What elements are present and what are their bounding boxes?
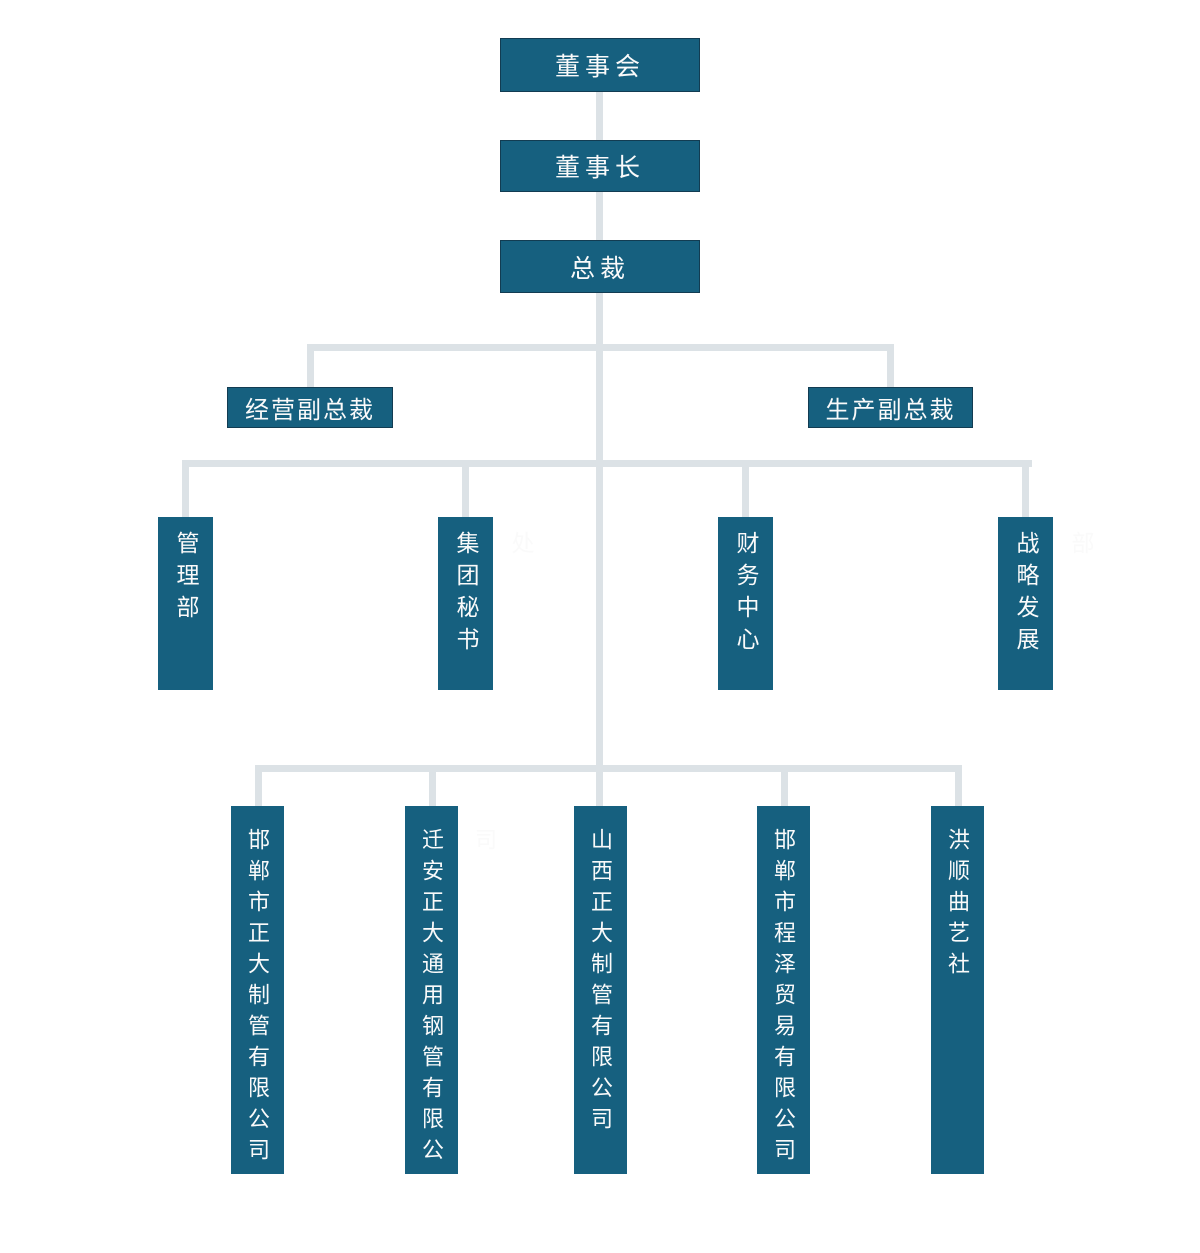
node-sub-qianan-zhengda-steel: 迁安正大通用钢管有限公司 bbox=[405, 806, 497, 1174]
connector-dept-drop-1 bbox=[182, 460, 189, 517]
node-board: 董事会 bbox=[500, 38, 700, 92]
connector-vp-right-drop bbox=[887, 344, 894, 387]
node-sub-hongshun-quyi: 洪顺曲艺社 bbox=[931, 806, 984, 1174]
node-dept-strategy: 战略发展部 bbox=[998, 517, 1094, 690]
connector-vp-hline bbox=[307, 344, 894, 351]
connector-sub-drop-4 bbox=[781, 765, 788, 806]
node-sub-shanxi-zhengda-pipe: 山西正大制管有限公司 bbox=[574, 806, 627, 1174]
node-vp-production: 生产副总裁 bbox=[808, 387, 973, 428]
node-sub-handan-chengze-trade: 邯郸市程泽贸易有限公司 bbox=[757, 806, 810, 1174]
node-sub-handan-zhengda-pipe: 邯郸市正大制管有限公司 bbox=[231, 806, 284, 1174]
connector-sub-drop-1 bbox=[255, 765, 262, 806]
connector-sub-drop-5 bbox=[955, 765, 962, 806]
connector-dept-drop-3 bbox=[742, 460, 749, 517]
connector-dept-hline bbox=[182, 460, 1032, 467]
node-dept-finance: 财务中心 bbox=[718, 517, 773, 690]
connector-president-spine bbox=[596, 293, 603, 772]
connector-vp-left-drop bbox=[307, 344, 314, 387]
connector-sub-drop-3 bbox=[596, 765, 603, 806]
connector-dept-drop-2 bbox=[462, 460, 469, 517]
node-dept-secretariat: 集团秘书处 bbox=[438, 517, 534, 690]
node-dept-management: 管理部 bbox=[158, 517, 213, 690]
node-chairman: 董事长 bbox=[500, 140, 700, 192]
node-vp-operations: 经营副总裁 bbox=[227, 387, 393, 428]
connector-board-chairman bbox=[596, 92, 603, 140]
connector-chairman-president bbox=[596, 192, 603, 240]
node-president: 总裁 bbox=[500, 240, 700, 293]
connector-sub-drop-2 bbox=[429, 765, 436, 806]
connector-dept-drop-4 bbox=[1022, 460, 1029, 517]
connector-sub-hline bbox=[255, 765, 962, 772]
